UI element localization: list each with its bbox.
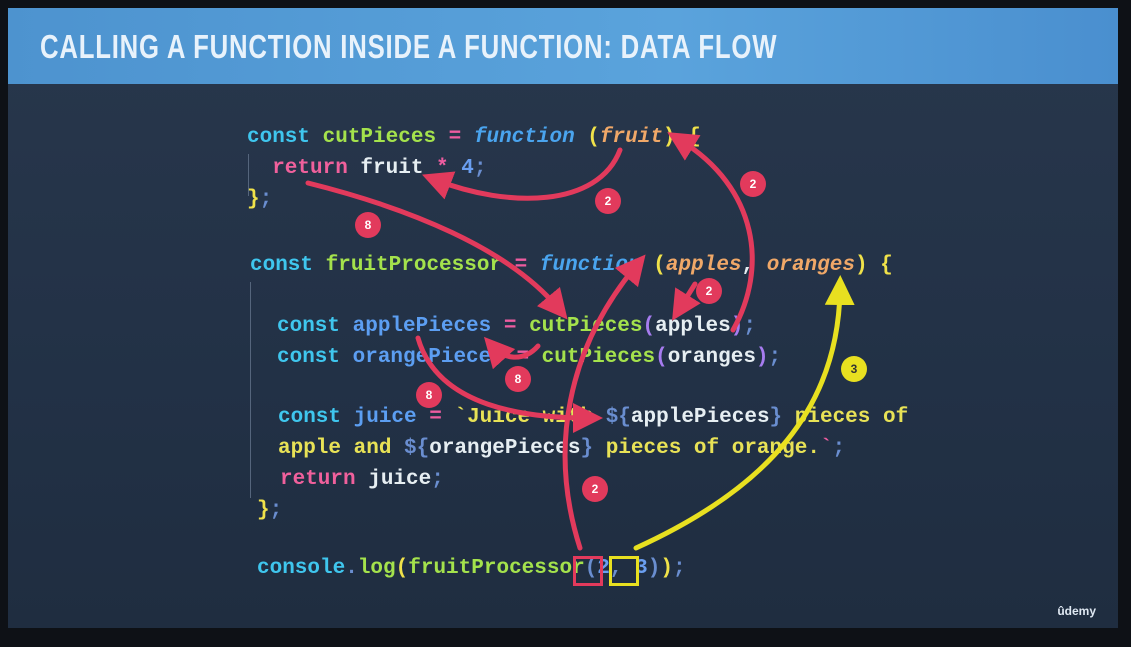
code-line: const juice = `Juice with ${applePieces}… <box>278 406 908 429</box>
code-token: } <box>580 437 594 460</box>
code-token: ; <box>672 557 686 580</box>
value-badge: 3 <box>841 356 867 382</box>
code-token: ( <box>584 557 598 580</box>
arg-2-highlight <box>573 556 603 586</box>
code-token: = <box>448 126 474 149</box>
code-token: } <box>247 188 260 211</box>
code-token: . <box>345 557 358 580</box>
code-line: }; <box>247 188 272 211</box>
slide-title: CALLING A FUNCTION INSIDE A FUNCTION: DA… <box>40 28 778 65</box>
code-token: ) <box>660 557 673 580</box>
slide: CALLING A FUNCTION INSIDE A FUNCTION: DA… <box>8 8 1118 628</box>
code-token: ) <box>647 557 661 580</box>
udemy-logo: ûdemy <box>1057 604 1096 618</box>
code-token: cutPieces <box>529 315 643 338</box>
value-badge: 8 <box>505 366 531 392</box>
code-token: ; <box>431 468 444 491</box>
code-token: return <box>247 157 361 180</box>
code-token: apple and <box>278 437 405 460</box>
data-flow-arrows <box>305 132 855 551</box>
indent-guide <box>250 282 251 498</box>
arrow-2-to-apples <box>562 254 646 551</box>
code-line: apple and ${orangePieces} pieces of oran… <box>278 437 845 460</box>
code-line: }; <box>257 499 282 522</box>
code-token: console <box>257 557 346 580</box>
code-token: apples <box>665 254 742 277</box>
arrow-fruit-to-return <box>422 147 623 201</box>
code-token: const <box>250 254 326 277</box>
code-token: = <box>503 315 530 338</box>
code-token: ) <box>755 346 769 369</box>
code-token: ` <box>819 437 833 460</box>
code-token: orangePieces <box>429 437 581 460</box>
code-token: ; <box>269 499 283 522</box>
code-line: const orangePieces = cutPieces(oranges); <box>277 346 781 369</box>
code-line: return juice; <box>280 468 444 491</box>
code-token: const <box>247 126 323 149</box>
code-token: fruitProcessor <box>325 254 515 277</box>
arg-3-highlight <box>609 556 639 586</box>
code-token: juice <box>353 406 430 429</box>
code-token: const <box>278 406 354 429</box>
code-token: return <box>280 468 369 491</box>
code-token: ) { <box>854 254 893 277</box>
code-token: juice <box>368 468 432 491</box>
code-line: console.log(fruitProcessor(2, 3)); <box>257 557 686 580</box>
code-token: = <box>429 406 455 429</box>
arrow-return-to-cutpieces <box>305 180 568 320</box>
code-token: 4 <box>461 157 474 180</box>
value-badge: 2 <box>595 188 621 214</box>
code-token: ; <box>473 157 487 180</box>
code-token: fruit <box>599 126 663 149</box>
code-token: apples <box>655 315 731 338</box>
code-token: ( <box>587 126 600 149</box>
code-token: log <box>357 557 396 580</box>
value-badge: 8 <box>416 382 442 408</box>
code-token: ${ <box>404 437 430 460</box>
value-badge: 2 <box>696 278 722 304</box>
code-line: const applePieces = cutPieces(apples); <box>277 315 756 338</box>
code-line: const fruitProcessor = function (apples,… <box>250 254 893 277</box>
code-token: ( <box>395 557 409 580</box>
code-token: oranges <box>766 254 855 277</box>
code-token: cutPieces <box>322 126 449 149</box>
arrow-cutpieces-to-applepieces <box>483 336 541 370</box>
code-token: ( <box>653 254 666 277</box>
code-token: pieces of <box>782 406 909 429</box>
code-token: ; <box>832 437 846 460</box>
code-token: } <box>257 499 270 522</box>
value-badge: 2 <box>740 171 766 197</box>
code-token: ; <box>259 188 273 211</box>
indent-guide <box>248 154 249 196</box>
arrow-apples-to-fruit <box>667 132 755 333</box>
arrow-3-to-oranges <box>633 275 855 551</box>
value-badge: 8 <box>355 212 381 238</box>
code-token: ( <box>655 346 668 369</box>
title-bar: CALLING A FUNCTION INSIDE A FUNCTION: DA… <box>8 8 1118 84</box>
code-token: function <box>473 126 588 149</box>
code-token: applePieces <box>630 406 770 429</box>
code-token: applePieces <box>352 315 504 338</box>
code-token: ( <box>642 315 656 338</box>
code-token: , <box>609 557 636 580</box>
code-token: ; <box>768 346 782 369</box>
arrow-param-to-apples <box>672 281 701 321</box>
code-token: ${ <box>605 406 631 429</box>
code-token: pieces of orange. <box>593 437 820 460</box>
code-token: const <box>277 315 353 338</box>
value-badge: 2 <box>582 476 608 502</box>
code-token: oranges <box>667 346 756 369</box>
code-token: cutPieces <box>541 346 656 369</box>
code-token: fruitProcessor <box>408 557 585 580</box>
arrow-applepieces-to-juice <box>415 335 603 433</box>
code-line: const cutPieces = function (fruit) { <box>247 126 701 149</box>
code-token: fruit <box>360 157 437 180</box>
code-token: const <box>277 346 353 369</box>
code-token: } <box>769 406 783 429</box>
code-token: ; <box>743 315 756 338</box>
